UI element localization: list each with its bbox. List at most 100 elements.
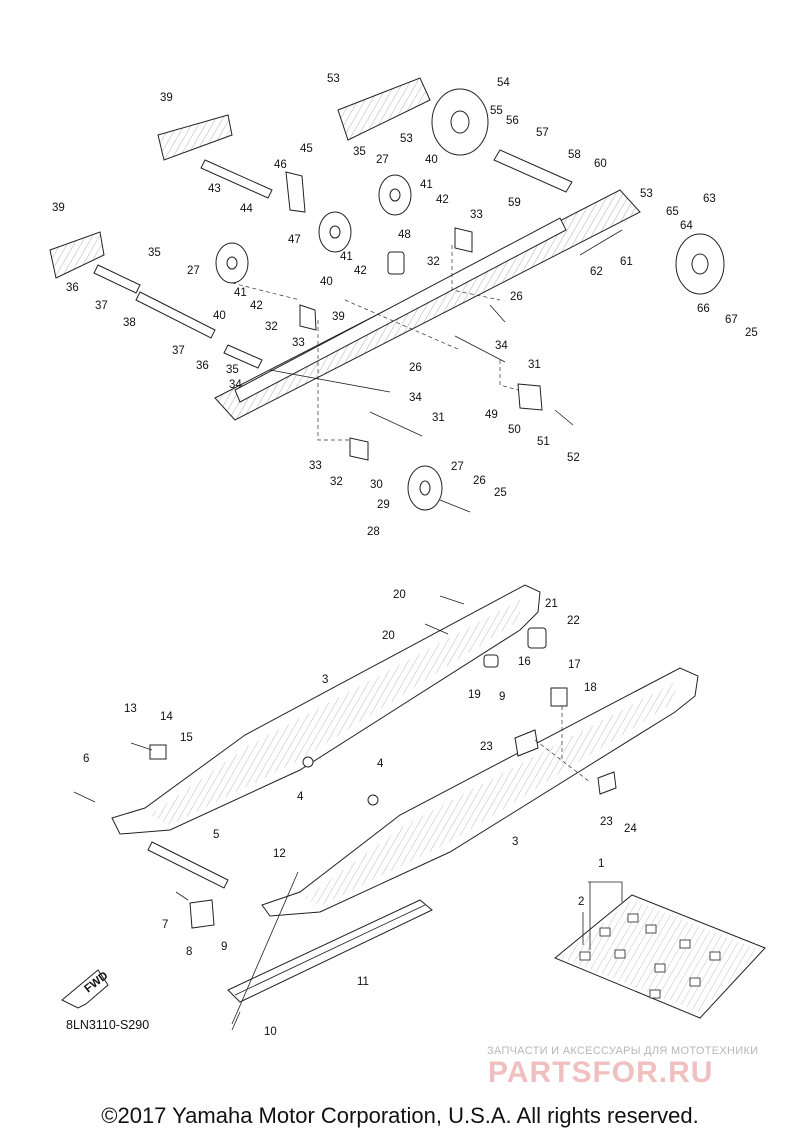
callout-6: 6 xyxy=(83,753,89,765)
callout-10: 10 xyxy=(264,1026,277,1038)
callout-41: 41 xyxy=(340,251,353,263)
callout-38: 38 xyxy=(123,317,136,329)
callout-47: 47 xyxy=(288,234,301,246)
callout-11: 11 xyxy=(357,976,369,988)
callout-48: 48 xyxy=(398,229,411,241)
callout-27: 27 xyxy=(376,154,389,166)
callout-54: 54 xyxy=(497,77,510,89)
callout-34: 34 xyxy=(495,340,508,352)
callout-42: 42 xyxy=(250,300,263,312)
callout-65: 65 xyxy=(666,206,679,218)
callout-30: 30 xyxy=(370,479,383,491)
callout-4: 4 xyxy=(377,758,384,770)
callout-25: 25 xyxy=(745,327,758,339)
callout-43: 43 xyxy=(208,183,221,195)
parts-diagram: FWD 535453555657586059394546352740414243… xyxy=(49,73,766,1038)
callout-9: 9 xyxy=(499,691,505,703)
callout-61: 61 xyxy=(620,256,633,268)
callout-58: 58 xyxy=(568,149,581,161)
callout-36: 36 xyxy=(196,360,209,372)
callout-9: 9 xyxy=(221,941,227,953)
callout-15: 15 xyxy=(180,732,193,744)
callout-3: 3 xyxy=(322,674,328,686)
watermark-logo: PARTSFOR.RU xyxy=(488,1056,714,1089)
callout-19: 19 xyxy=(468,689,481,701)
callout-60: 60 xyxy=(594,158,607,170)
callout-42: 42 xyxy=(354,265,367,277)
callout-66: 66 xyxy=(697,303,710,315)
callout-51: 51 xyxy=(537,436,550,448)
callout-42: 42 xyxy=(436,194,449,206)
callout-20: 20 xyxy=(393,589,406,601)
callout-24: 24 xyxy=(624,823,637,835)
callout-13: 13 xyxy=(124,703,137,715)
callout-21: 21 xyxy=(545,598,558,610)
callout-25: 25 xyxy=(494,487,507,499)
drawing-code: 8LN3110-S290 xyxy=(66,1018,150,1032)
callout-57: 57 xyxy=(536,127,549,139)
callout-37: 37 xyxy=(172,345,185,357)
callout-29: 29 xyxy=(377,499,390,511)
callout-39: 39 xyxy=(52,202,65,214)
callout-62: 62 xyxy=(590,266,603,278)
callout-32: 32 xyxy=(265,321,278,333)
callout-26: 26 xyxy=(510,291,523,303)
callout-34: 34 xyxy=(409,392,422,404)
callout-40: 40 xyxy=(425,154,438,166)
callout-39: 39 xyxy=(332,311,345,323)
callout-26: 26 xyxy=(473,475,486,487)
callout-23: 23 xyxy=(600,816,613,828)
callout-49: 49 xyxy=(485,409,498,421)
callout-53: 53 xyxy=(640,188,653,200)
callout-17: 17 xyxy=(568,659,581,671)
upper-suspension-assembly xyxy=(49,77,725,513)
callout-31: 31 xyxy=(432,412,445,424)
callout-18: 18 xyxy=(584,682,597,694)
callout-41: 41 xyxy=(234,287,247,299)
callout-40: 40 xyxy=(213,310,226,322)
watermark-tagline: ЗАПЧАСТИ И АКСЕССУАРЫ ДЛЯ МОТОТЕХНИКИ xyxy=(487,1045,759,1057)
copyright-notice: ©2017 Yamaha Motor Corporation, U.S.A. A… xyxy=(101,1103,699,1128)
callout-55: 55 xyxy=(490,105,503,117)
callout-22: 22 xyxy=(567,615,580,627)
callout-33: 33 xyxy=(292,337,305,349)
callout-3: 3 xyxy=(512,836,518,848)
callout-33: 33 xyxy=(470,209,483,221)
callout-35: 35 xyxy=(148,247,161,259)
callout-12: 12 xyxy=(273,848,286,860)
callout-53: 53 xyxy=(327,73,340,85)
callout-45: 45 xyxy=(300,143,313,155)
callout-35: 35 xyxy=(353,146,366,158)
callout-56: 56 xyxy=(506,115,519,127)
callout-26: 26 xyxy=(409,362,422,374)
callout-35: 35 xyxy=(226,364,239,376)
callout-4: 4 xyxy=(297,791,304,803)
callout-67: 67 xyxy=(725,314,738,326)
callout-64: 64 xyxy=(680,220,693,232)
callout-20: 20 xyxy=(382,630,395,642)
callout-37: 37 xyxy=(95,300,108,312)
callout-7: 7 xyxy=(162,919,168,931)
callout-14: 14 xyxy=(160,711,173,723)
callout-23: 23 xyxy=(480,741,493,753)
callout-44: 44 xyxy=(240,203,253,215)
callout-52: 52 xyxy=(567,452,580,464)
callout-1: 1 xyxy=(598,858,604,870)
callout-27: 27 xyxy=(187,265,200,277)
callout-33: 33 xyxy=(309,460,322,472)
callout-8: 8 xyxy=(186,946,192,958)
callout-32: 32 xyxy=(330,476,343,488)
callout-50: 50 xyxy=(508,424,521,436)
callout-2: 2 xyxy=(578,896,584,908)
callout-28: 28 xyxy=(367,526,380,538)
callout-32: 32 xyxy=(427,256,440,268)
callout-40: 40 xyxy=(320,276,333,288)
callout-39: 39 xyxy=(160,92,173,104)
callout-5: 5 xyxy=(213,829,219,841)
callout-46: 46 xyxy=(274,159,287,171)
callout-27: 27 xyxy=(451,461,464,473)
callout-31: 31 xyxy=(528,359,541,371)
callout-34: 34 xyxy=(229,379,242,391)
callout-63: 63 xyxy=(703,193,716,205)
